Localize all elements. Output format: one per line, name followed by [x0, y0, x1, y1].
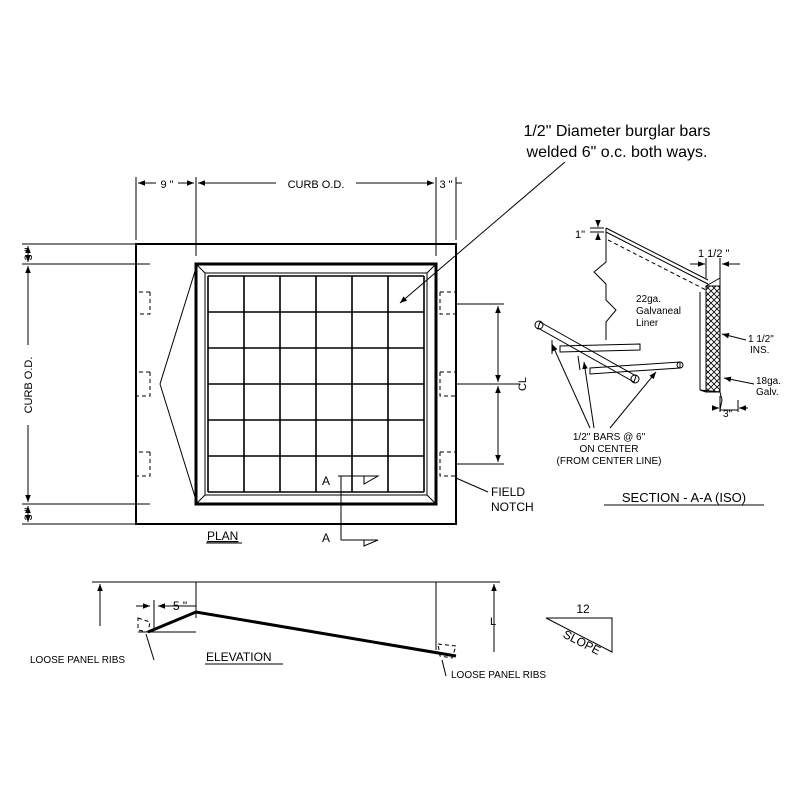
liner-label-2: Galvaneal	[636, 306, 681, 317]
bars-label-1: 1/2" BARS @ 6"	[573, 432, 646, 443]
section-mark-a-top: A	[322, 474, 330, 488]
dim-side-bottom-3in: 3 "	[23, 507, 35, 520]
callout-line-2: welded 6" o.c. both ways.	[526, 144, 708, 161]
field-notch-line-1: FIELD	[491, 485, 525, 499]
bars-label-3: (FROM CENTER LINE)	[557, 456, 662, 467]
dim-side-curb-od: CURB O.D.	[23, 357, 35, 414]
slope-triangle	[545, 617, 613, 653]
plan-view: 9 " CURB O.D. 3 " 3 " CURB O.D. 3 "	[22, 177, 534, 547]
centerline-symbol: CL	[517, 377, 529, 391]
curb-inner	[194, 262, 438, 506]
ribs-label-right: LOOSE PANEL RIBS	[451, 670, 546, 681]
galv-label-1: 18ga.	[756, 376, 781, 387]
burglar-bars-callout: 1/2" Diameter burglar bars welded 6" o.c…	[399, 123, 711, 304]
bars-label-2: ON CENTER	[580, 444, 639, 455]
slope-run: 12	[576, 602, 590, 616]
burglar-bar-grid	[207, 275, 425, 493]
dim-side-top-3in: 3 "	[23, 247, 35, 260]
dim-one-and-half-inch: 1 1/2 "	[698, 248, 730, 260]
slope-label: SLOPE	[561, 627, 603, 658]
plan-title: PLAN	[207, 529, 238, 543]
dim-five-inch: 5 "	[173, 599, 187, 613]
sloped-curb-bottom	[147, 610, 457, 658]
field-notch-line-2: NOTCH	[491, 500, 534, 514]
dim-left-9in: 9 "	[160, 179, 173, 191]
liner-label-1: 22ga.	[636, 294, 661, 305]
liner-label-3: Liner	[636, 318, 659, 329]
ribs-label-left: LOOSE PANEL RIBS	[30, 655, 125, 666]
callout-line-1: 1/2" Diameter burglar bars	[523, 123, 710, 140]
dim-right-3in: 3 "	[439, 179, 452, 191]
insulation-panel	[705, 285, 721, 393]
insulation-label-1: 1 1/2"	[748, 334, 774, 345]
section-title: SECTION - A-A (ISO)	[622, 490, 746, 505]
elevation-title: ELEVATION	[206, 650, 272, 664]
dim-one-inch: 1"	[575, 229, 585, 241]
section-aa-view: 1" 1 1/2 " 22ga. Galvaneal Liner 1 1/2" …	[534, 220, 781, 506]
dim-l: L	[490, 616, 496, 628]
dim-three-inch: 3"	[723, 409, 733, 420]
dim-top-curb-od: CURB O.D.	[288, 179, 345, 191]
elevation-view: L 5 " LOOSE PANEL RIBS LOOSE PANEL RIBS …	[30, 581, 613, 681]
section-mark-a-bottom: A	[322, 531, 330, 545]
galv-label-2: Galv.	[756, 387, 779, 398]
insulation-label-2: INS.	[750, 345, 769, 356]
